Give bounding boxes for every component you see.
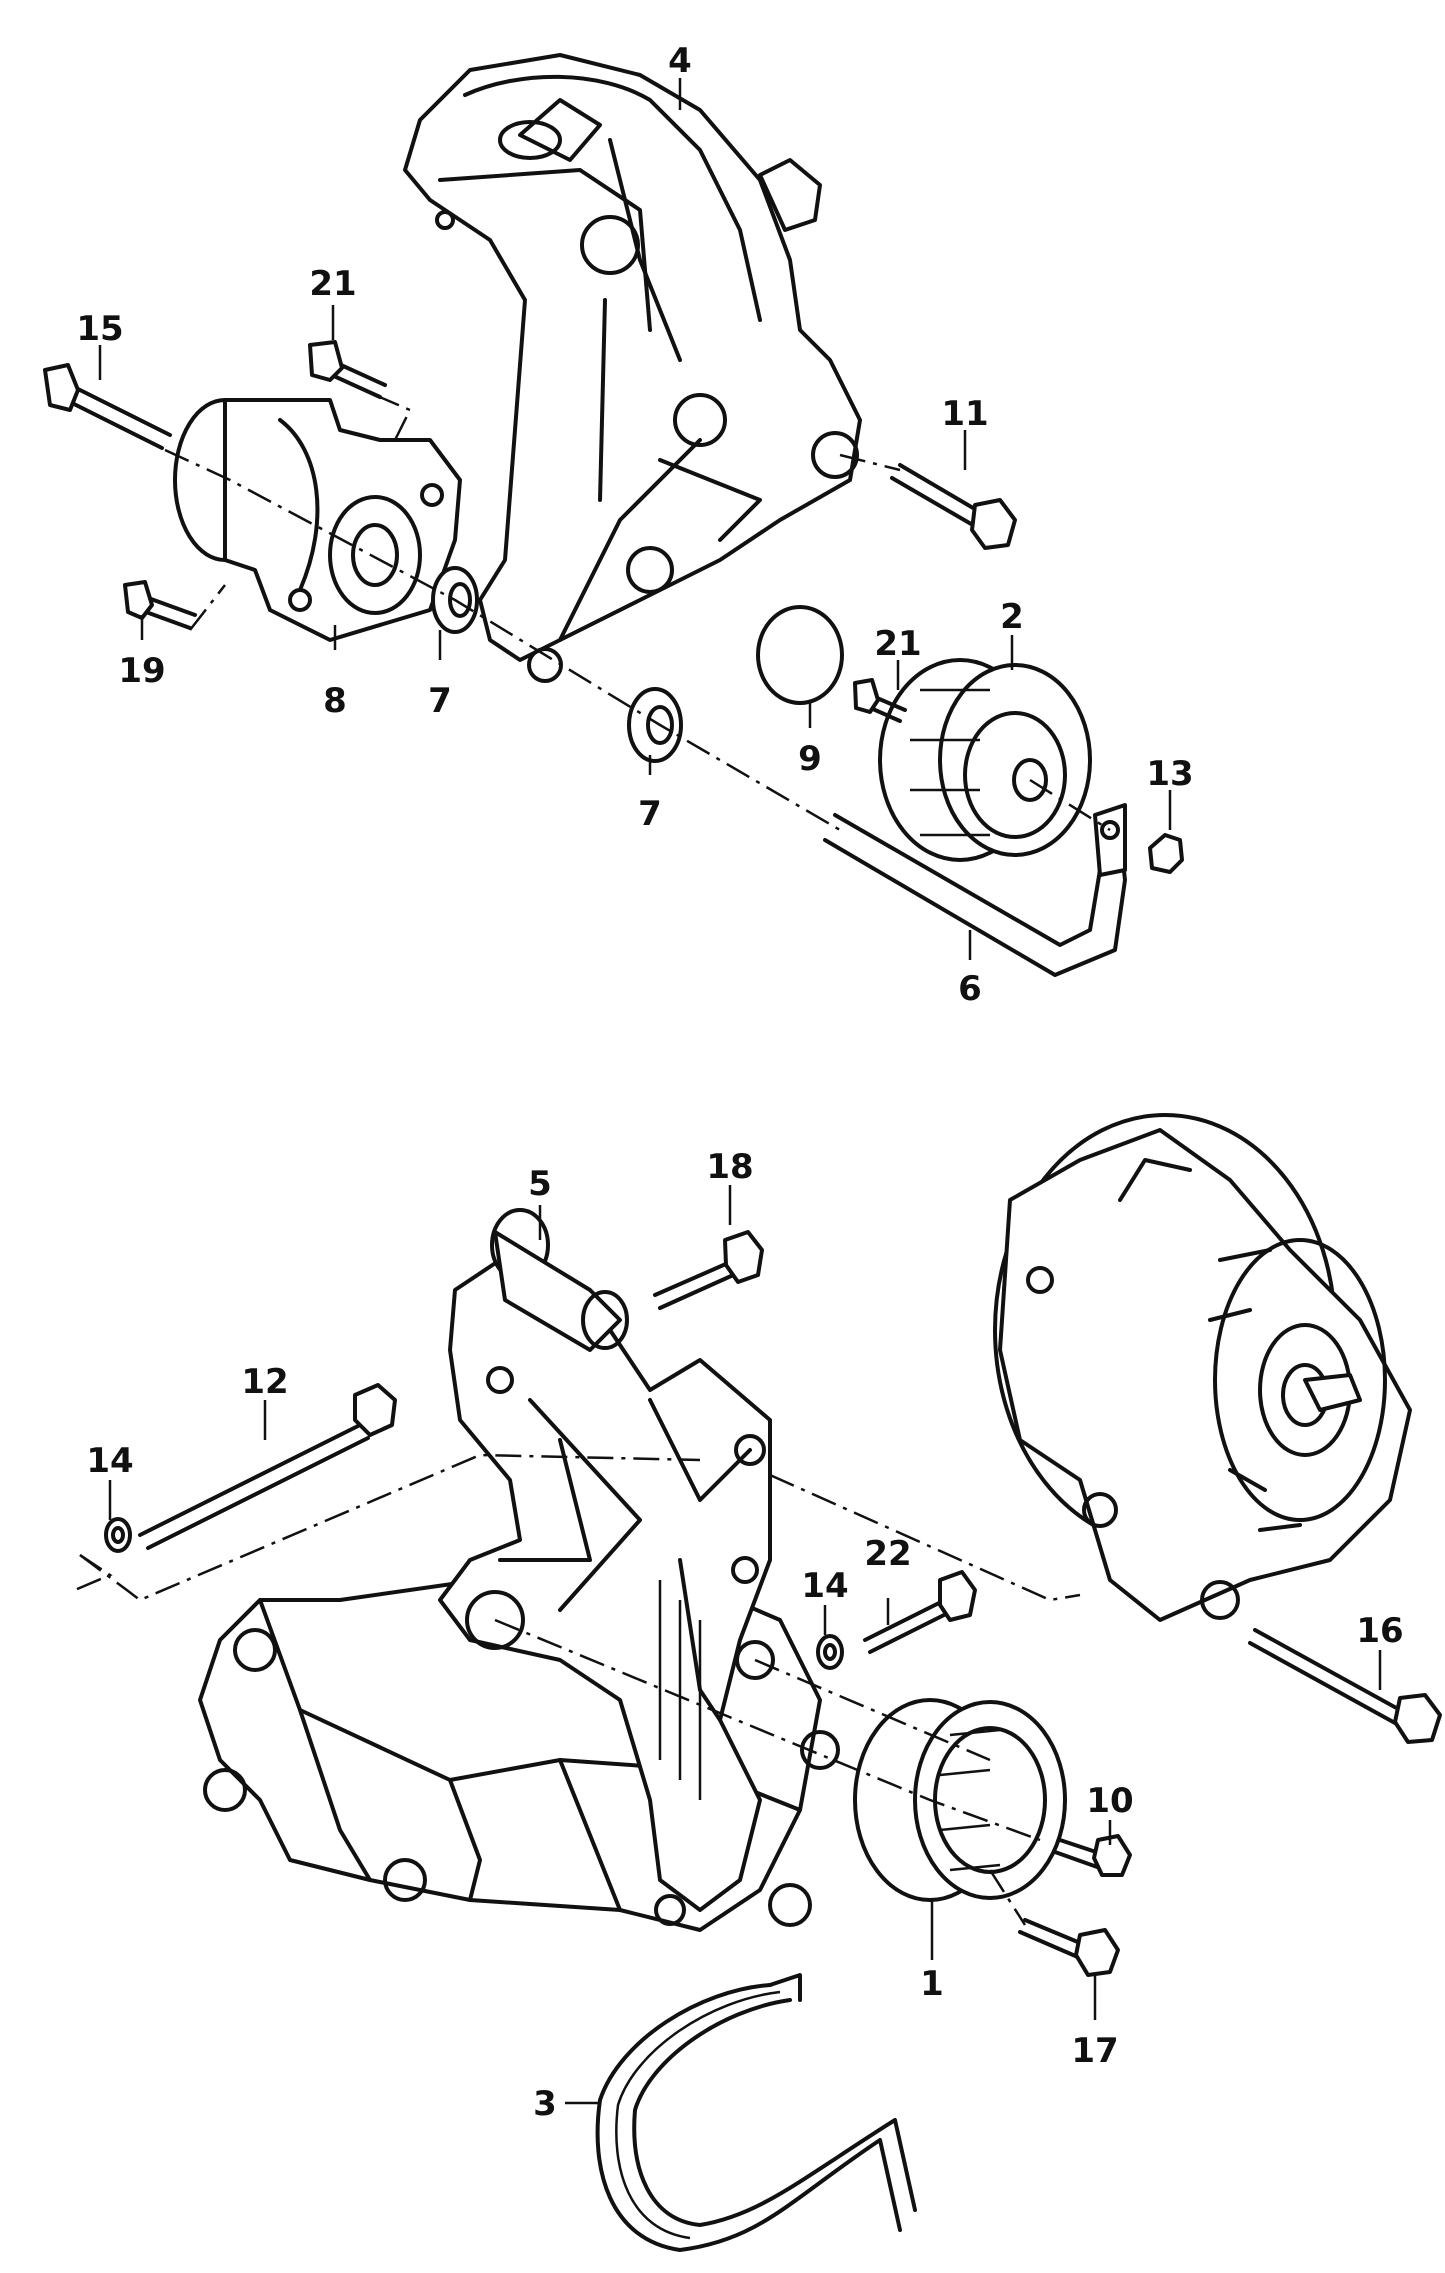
callout-3: 3: [533, 2084, 557, 2124]
callout-16: 16: [1356, 1611, 1403, 1651]
centre-line-upper-4: [839, 453, 901, 472]
washer-part-14-right: [816, 1634, 844, 1670]
callout-17: 17: [1071, 2031, 1118, 2071]
callout-22: 22: [864, 1534, 911, 1574]
bolt-part-16: [1248, 1628, 1442, 1744]
long-bolt-part-12: [138, 1383, 397, 1550]
callout-21-lower: 21: [874, 624, 921, 664]
nut-part-13: [1148, 833, 1184, 874]
idler-pulley-part-2: [878, 658, 1092, 862]
bolt-part-19: [123, 580, 197, 630]
centre-line-lower-1: [79, 1453, 701, 1602]
callout-7-lower: 7: [638, 794, 662, 834]
washer-part-7-lower: [627, 687, 683, 763]
washer-part-14-left: [104, 1517, 132, 1553]
bracket-part-4: [403, 53, 862, 683]
alternator: [993, 1113, 1412, 1622]
callout-21-upper: 21: [309, 264, 356, 304]
callout-15: 15: [76, 309, 123, 349]
callout-5: 5: [528, 1164, 552, 1204]
callout-6: 6: [958, 969, 982, 1009]
callout-2: 2: [1000, 597, 1024, 637]
centre-line-lower-5: [988, 1869, 1027, 1926]
alternator-bracket-part-5: [438, 1208, 840, 1912]
cap-part-9: [756, 605, 844, 705]
centre-line-lower-6: [74, 1553, 113, 1592]
stay-bar-part-6: [823, 803, 1127, 977]
callout-11: 11: [941, 394, 988, 434]
leader-lines: [98, 78, 1382, 2105]
callout-19: 19: [118, 651, 165, 691]
callout-18: 18: [706, 1147, 753, 1187]
callout-12: 12: [241, 1362, 288, 1402]
tensioner-pulley-part-1: [853, 1698, 1067, 1902]
callout-7-upper: 7: [428, 681, 452, 721]
ribbed-belt-part-3: [595, 1973, 917, 2252]
centre-line-upper-5: [1029, 778, 1111, 832]
bolt-part-11: [890, 463, 1017, 550]
bolt-part-21-lower: [853, 678, 907, 723]
callout-10: 10: [1086, 1781, 1133, 1821]
callout-13: 13: [1146, 754, 1193, 794]
callout-1: 1: [920, 1964, 944, 2004]
centre-line-lower-2: [769, 1473, 1081, 1602]
callout-9: 9: [798, 739, 822, 779]
callout-4: 4: [668, 41, 692, 81]
callout-14-left: 14: [86, 1441, 133, 1481]
bolt-part-21-upper: [308, 340, 387, 399]
callout-8: 8: [323, 681, 347, 721]
bolt-part-10: [1053, 1834, 1132, 1877]
bolt-part-17: [1018, 1918, 1120, 1977]
bolt-part-22: [863, 1570, 977, 1654]
centre-line-lower-4: [754, 1658, 991, 1762]
centre-line-upper-3: [374, 393, 412, 441]
centre-line-upper-1: [164, 448, 841, 832]
tensioner-part-8: [173, 398, 462, 642]
bolt-part-15: [43, 363, 172, 450]
centre-line-upper-2: [189, 584, 226, 631]
callout-14-right: 14: [801, 1566, 848, 1606]
bolt-part-18: [653, 1230, 764, 1310]
centre-line-lower-3: [494, 1618, 1041, 1842]
